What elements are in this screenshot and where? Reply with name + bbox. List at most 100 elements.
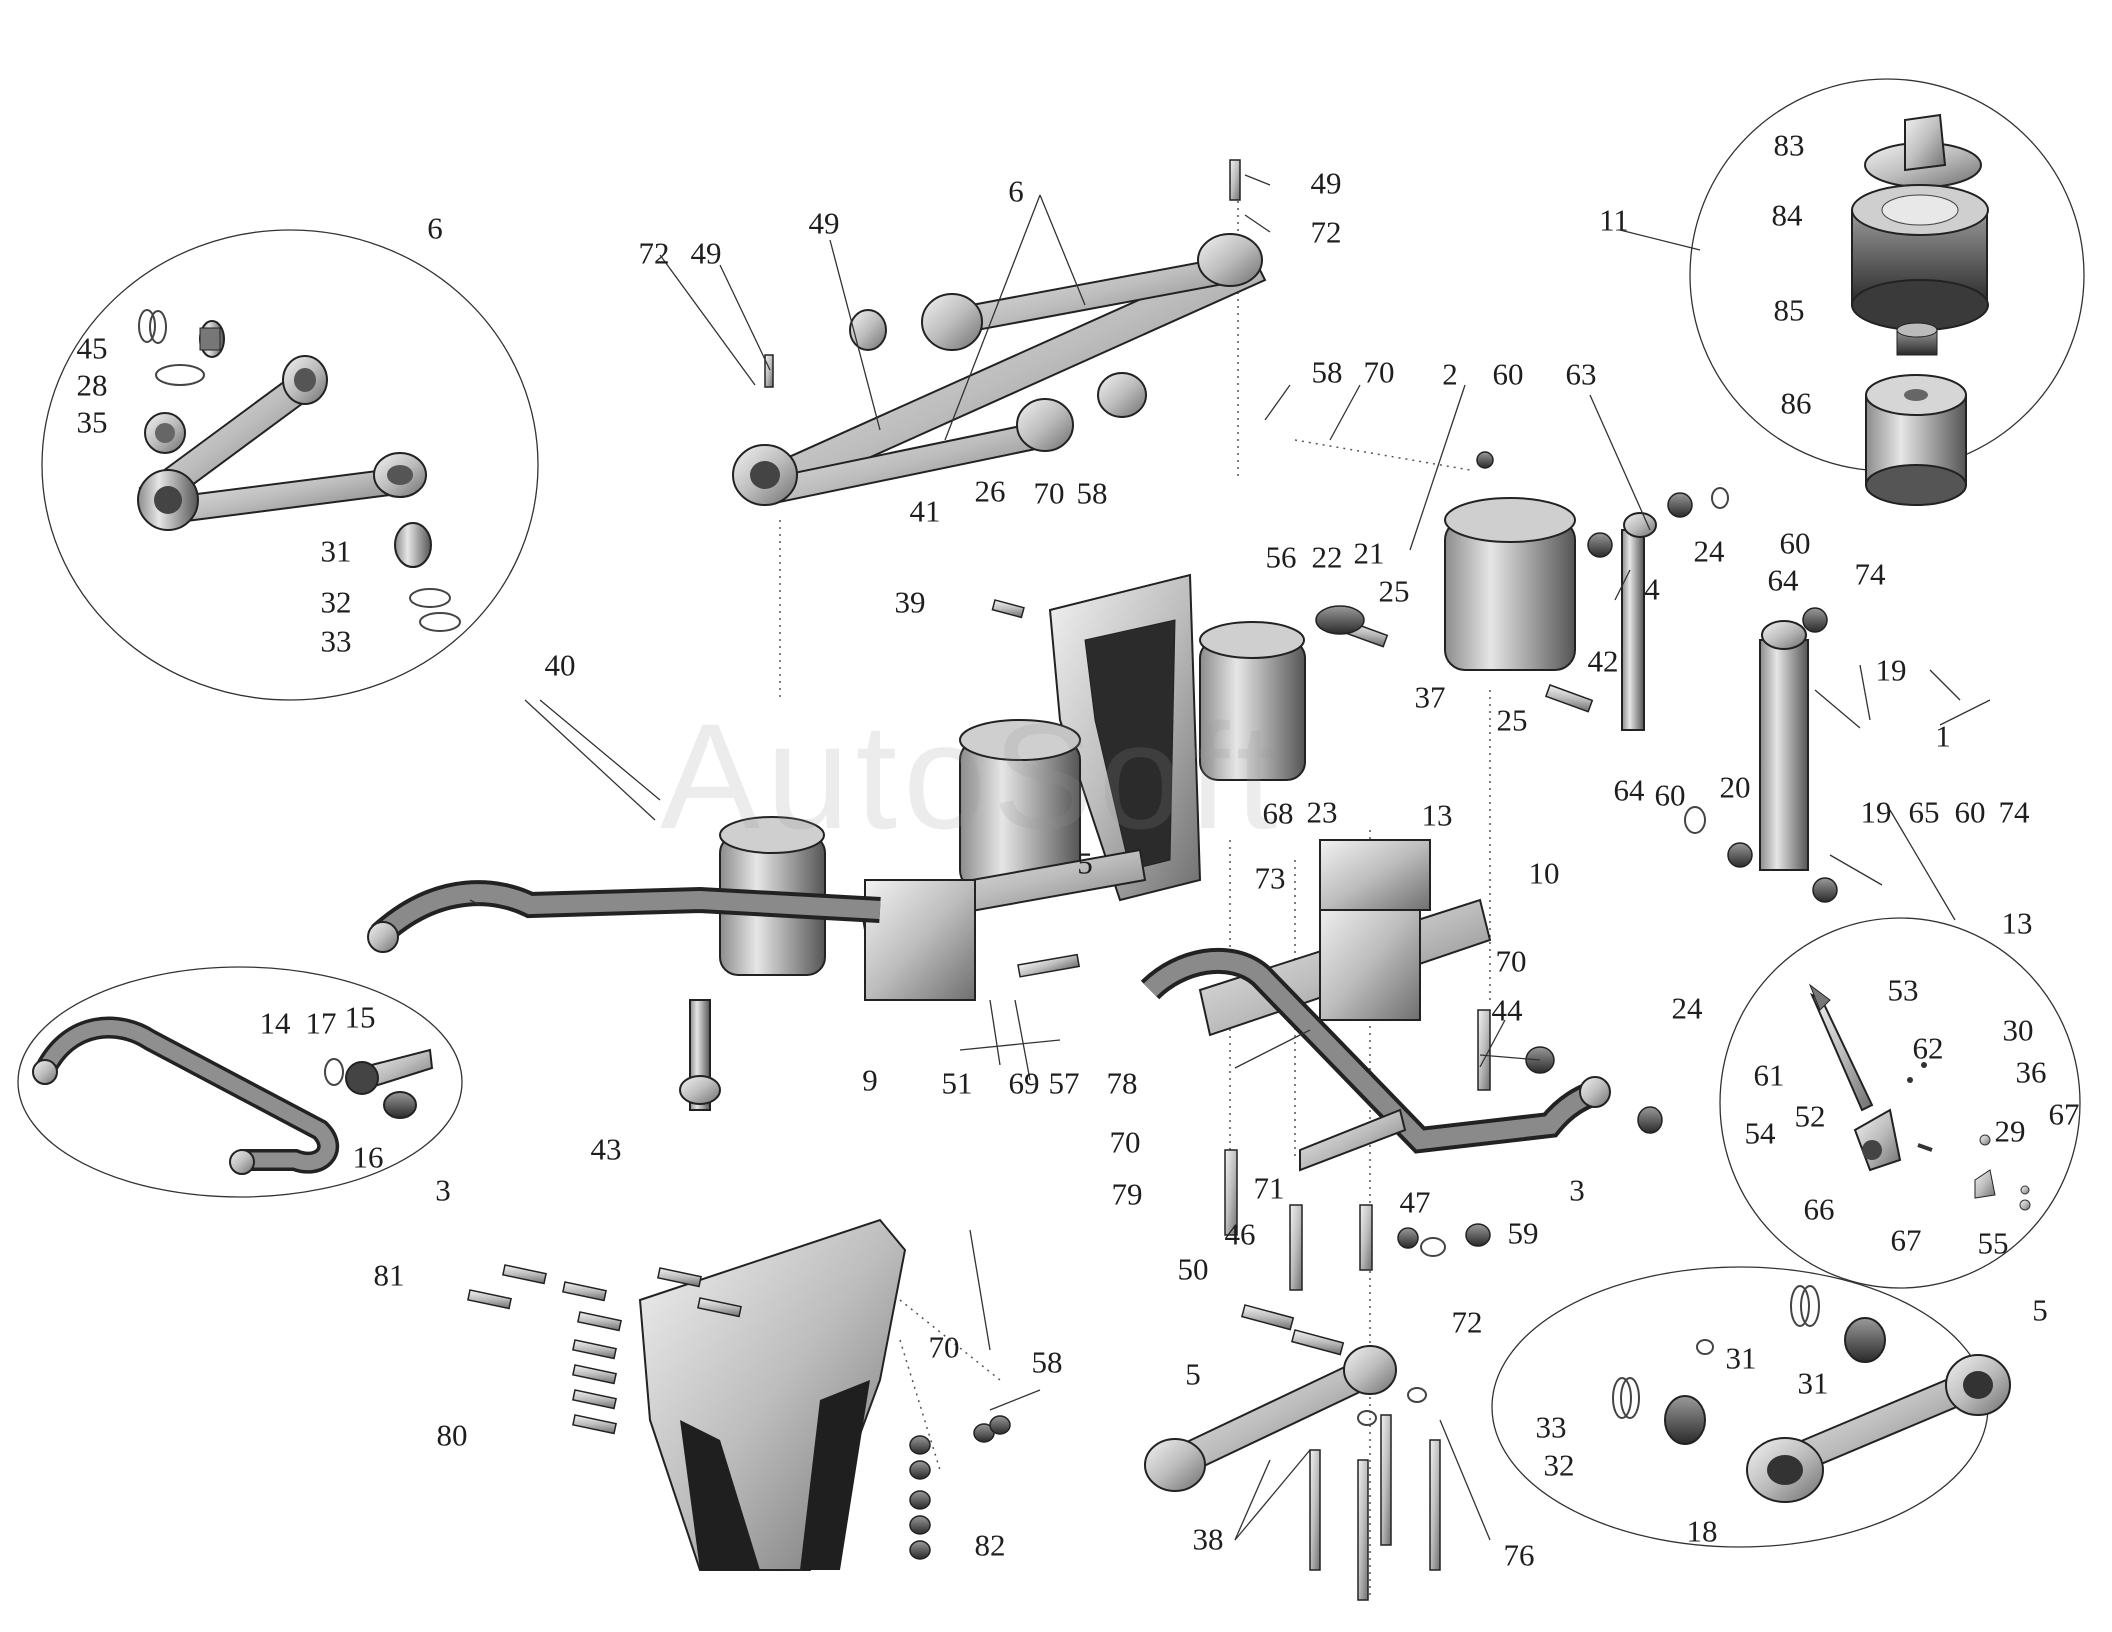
callout-title: 3 <box>435 1172 451 1208</box>
part-label: 56 <box>1265 539 1297 575</box>
part-label: 52 <box>1794 1098 1826 1134</box>
part-label: 31 <box>1725 1340 1757 1376</box>
watermark: AutoSoft <box>660 692 1284 860</box>
part-label: 60 <box>1654 777 1686 813</box>
part-label: 32 <box>1543 1447 1575 1483</box>
part-label: 32 <box>320 584 352 620</box>
part-label: 26 <box>974 473 1006 509</box>
part-label: 53 <box>1887 972 1919 1008</box>
small-rings <box>1357 487 1729 1426</box>
part-label: 24 <box>1671 990 1703 1026</box>
part-label: 64 <box>1767 562 1799 598</box>
part-label: 19 <box>1875 652 1907 688</box>
part-label: 31 <box>320 533 352 569</box>
part-label: 68 <box>1262 795 1294 831</box>
part-label: 39 <box>894 584 926 620</box>
part-label: 58 <box>1076 475 1108 511</box>
part-label: 49 <box>808 205 840 241</box>
part-label: 70 <box>1495 943 1527 979</box>
part-label: 37 <box>1414 679 1446 715</box>
part-label: 62 <box>1912 1030 1944 1066</box>
callout-title: 5 <box>2032 1292 2048 1328</box>
part-label: 25 <box>1496 702 1528 738</box>
part-label: 47 <box>1399 1184 1431 1220</box>
height-valve-linkage-detail <box>1808 983 2031 1211</box>
part-label: 60 <box>1954 794 1986 830</box>
part-label: 70 <box>928 1329 960 1365</box>
part-label: 54 <box>1744 1115 1776 1151</box>
part-label: 22 <box>1311 539 1343 575</box>
part-label: 15 <box>344 999 376 1035</box>
part-label: 31 <box>1797 1365 1829 1401</box>
part-label: 74 <box>1998 794 2030 830</box>
callout-13-ellipse <box>1719 917 2081 1289</box>
leader-lines <box>469 174 1991 1541</box>
part-label: 49 <box>690 235 722 271</box>
part-label: 45 <box>76 330 108 366</box>
part-label: 83 <box>1773 127 1805 163</box>
v-rod-detail-drawing <box>137 309 461 632</box>
part-label: 61 <box>1753 1057 1785 1093</box>
lower-rod-detail-drawing <box>1612 1285 2011 1503</box>
part-label: 25 <box>1378 573 1410 609</box>
callout-title: 11 <box>1599 202 1629 238</box>
part-label: 46 <box>1224 1216 1256 1252</box>
part-label: 5 <box>1077 845 1093 881</box>
part-label: 55 <box>1977 1225 2009 1261</box>
part-label: 74 <box>1854 556 1886 592</box>
part-label: 58 <box>1031 1344 1063 1380</box>
part-label: 72 <box>1310 214 1342 250</box>
part-label: 84 <box>1771 197 1803 233</box>
part-label: 65 <box>1908 794 1940 830</box>
part-label: 16 <box>352 1139 384 1175</box>
part-label: 72 <box>1451 1304 1483 1340</box>
callout-6-ellipse <box>41 229 539 701</box>
part-label: 70 <box>1109 1124 1141 1160</box>
part-label: 17 <box>305 1005 337 1041</box>
part-label: 36 <box>2015 1054 2047 1090</box>
callout-title: 13 <box>2001 905 2033 941</box>
part-label: 72 <box>638 235 670 271</box>
part-label: 4 <box>1644 571 1660 607</box>
part-label: 67 <box>1890 1222 1922 1258</box>
part-label: 21 <box>1353 535 1385 571</box>
part-label: 24 <box>1693 533 1725 569</box>
part-label: 20 <box>1719 769 1751 805</box>
part-label: 76 <box>1503 1537 1535 1573</box>
part-label: 10 <box>1528 855 1560 891</box>
part-label: 59 <box>1507 1215 1539 1251</box>
part-label: 33 <box>320 623 352 659</box>
part-label: 6 <box>1008 173 1024 209</box>
part-label: 5 <box>1185 1356 1201 1392</box>
part-label: 42 <box>1587 643 1619 679</box>
part-label: 3 <box>1569 1172 1585 1208</box>
part-label: 80 <box>436 1417 468 1453</box>
part-label: 50 <box>1177 1251 1209 1287</box>
part-label: 2 <box>1442 356 1458 392</box>
part-label: 14 <box>259 1005 291 1041</box>
part-label: 60 <box>1492 356 1524 392</box>
part-label: 35 <box>76 404 108 440</box>
part-label: 71 <box>1253 1170 1285 1206</box>
callout-circles <box>17 78 2085 1548</box>
part-label: 18 <box>1686 1513 1718 1549</box>
part-label: 49 <box>1310 165 1342 201</box>
main-suspension-assembly <box>367 159 1838 1601</box>
part-label: 28 <box>76 367 108 403</box>
part-label: 66 <box>1803 1191 1835 1227</box>
part-label: 9 <box>862 1062 878 1098</box>
part-label: 81 <box>373 1257 405 1293</box>
part-label: 82 <box>974 1527 1006 1563</box>
part-label: 41 <box>909 493 941 529</box>
part-label: 69 <box>1008 1065 1040 1101</box>
part-label: 70 <box>1033 475 1065 511</box>
callout-3-ellipse <box>17 966 463 1198</box>
part-label: 19 <box>1860 794 1892 830</box>
part-label: 60 <box>1779 525 1811 561</box>
part-label: 23 <box>1306 794 1338 830</box>
part-label: 30 <box>2002 1012 2034 1048</box>
part-label: 33 <box>1535 1409 1567 1445</box>
part-label: 38 <box>1192 1521 1224 1557</box>
part-label: 67 <box>2048 1096 2080 1132</box>
